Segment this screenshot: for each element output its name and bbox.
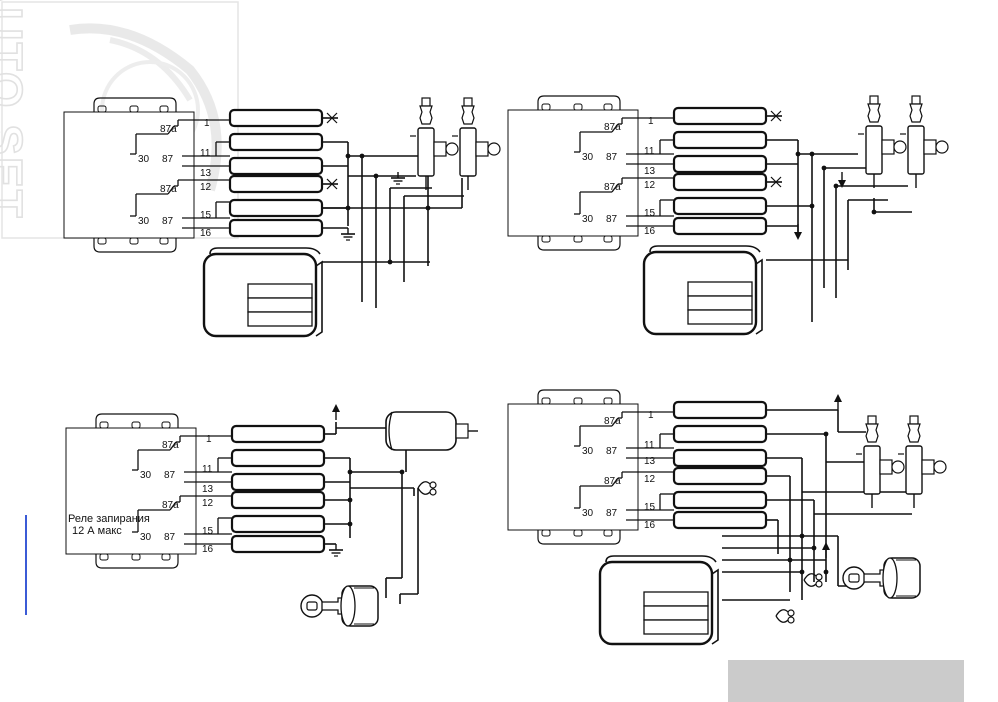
motor-icon	[385, 411, 478, 451]
pin-label: 11	[644, 440, 655, 451]
pin-label: 11	[200, 148, 211, 159]
pin-label: 15	[202, 526, 214, 537]
pin-label: 16	[200, 228, 212, 239]
label-87a: 87a	[604, 122, 621, 133]
pin-label: 13	[644, 166, 656, 177]
pin-label: 16	[644, 520, 656, 531]
relay-note-line1: Реле запирания	[68, 513, 150, 525]
label-30: 30	[140, 532, 152, 543]
label-87: 87	[162, 154, 174, 165]
pin-label: 1	[204, 118, 210, 129]
label-87: 87	[606, 508, 618, 519]
pin-label: 13	[202, 484, 214, 495]
label-87: 87	[606, 446, 618, 457]
label-30: 30	[582, 214, 594, 225]
pin-label: 11	[202, 464, 213, 475]
diagram-bottom-right: 87a 30 87 87a 30 87 1 11 13 12 15 16	[506, 388, 947, 646]
pin-label: 1	[206, 434, 212, 445]
label-87a: 87a	[160, 124, 177, 135]
pin-label: 13	[200, 168, 212, 179]
label-30: 30	[582, 508, 594, 519]
label-30: 30	[140, 470, 152, 481]
pin-label: 12	[644, 474, 656, 485]
label-87a: 87a	[604, 416, 621, 427]
label-87a: 87a	[160, 184, 177, 195]
pin-label: 1	[648, 410, 654, 421]
pin-label: 15	[200, 210, 212, 221]
diagram-top-left: 87a 30 87 87a 30 87 1 11 13 12 15 16	[62, 96, 501, 338]
pin-label: 1	[648, 116, 654, 127]
pin-label: 12	[202, 498, 214, 509]
label-30: 30	[138, 216, 150, 227]
pin-label: 11	[644, 146, 655, 157]
relay-note-line2: 12 А макс	[72, 525, 122, 537]
pin-label: 16	[202, 544, 214, 555]
accent-line	[25, 515, 27, 615]
label-87a: 87a	[162, 500, 179, 511]
pin-label: 15	[644, 208, 656, 219]
pin-label: 13	[644, 456, 656, 467]
pin-label: 12	[200, 182, 212, 193]
pin-label: 15	[644, 502, 656, 513]
label-87: 87	[162, 216, 174, 227]
label-30: 30	[138, 154, 150, 165]
label-87: 87	[606, 152, 618, 163]
label-87a: 87a	[604, 182, 621, 193]
label-87: 87	[606, 214, 618, 225]
label-87a: 87a	[604, 476, 621, 487]
diagram-bottom-left: 87a 30 87 87a 30 87 Реле запирания 12 А …	[64, 403, 478, 627]
label-87a: 87a	[162, 440, 179, 451]
watermark-text: AUTO SET	[0, 0, 32, 220]
label-30: 30	[582, 152, 594, 163]
label-87: 87	[164, 470, 176, 481]
label-87: 87	[164, 532, 176, 543]
label-30: 30	[582, 446, 594, 457]
gray-bar	[728, 660, 964, 702]
diagram-top-right: 87a 30 87 87a 30 87 1 11 13 12 15 16	[506, 94, 949, 336]
pin-label: 12	[644, 180, 656, 191]
pin-label: 16	[644, 226, 656, 237]
